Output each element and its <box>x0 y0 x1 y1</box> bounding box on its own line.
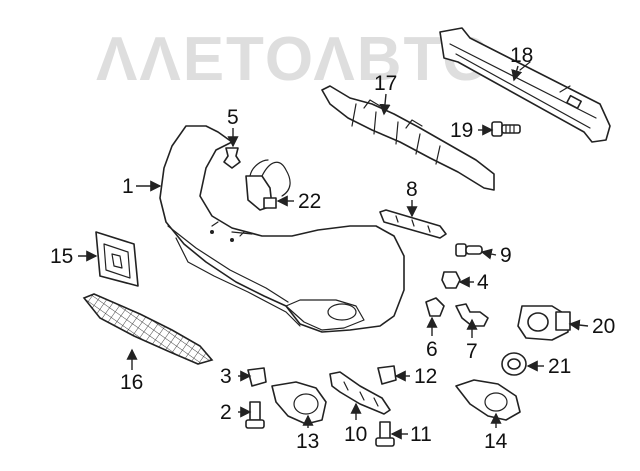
callout-21: 21 <box>548 355 571 378</box>
part-3-clip <box>247 367 267 387</box>
part-1-bumper-cover <box>159 125 405 333</box>
part-6-clip <box>425 297 445 317</box>
leader-18 <box>511 65 523 82</box>
part-15-license-bracket <box>95 231 139 287</box>
part-20-sensor <box>517 305 571 341</box>
part-2-bolt <box>245 401 265 429</box>
callout-19: 19 <box>450 119 473 142</box>
callout-22: 22 <box>298 190 321 213</box>
callout-7: 7 <box>466 340 478 363</box>
part-12-clip <box>377 365 397 385</box>
part-13-bezel <box>271 381 327 425</box>
callout-11: 11 <box>410 423 432 446</box>
leader-9 <box>480 248 497 260</box>
callout-17: 17 <box>374 72 397 95</box>
part-9-screw <box>455 243 483 257</box>
callout-labels: 1 2 3 4 5 6 7 8 9 10 11 12 13 14 15 16 1… <box>50 44 615 453</box>
part-17-energy-absorber <box>321 85 495 191</box>
callout-12: 12 <box>414 365 437 388</box>
callout-4: 4 <box>477 271 489 294</box>
part-16-grille <box>82 293 214 365</box>
callout-15: 15 <box>50 245 73 268</box>
callout-14: 14 <box>484 430 508 453</box>
leader-20 <box>568 319 589 331</box>
part-14-bezel <box>455 379 521 421</box>
callout-5: 5 <box>227 106 239 129</box>
part-7-retainer <box>455 303 489 327</box>
part-18-reinforcement-bar <box>439 27 611 143</box>
callout-3: 3 <box>220 365 232 388</box>
callout-16: 16 <box>120 371 143 394</box>
callout-6: 6 <box>426 338 438 361</box>
part-21-ring <box>501 352 527 376</box>
callout-10: 10 <box>344 423 367 446</box>
leader-17 <box>379 93 391 116</box>
leader-lines <box>78 65 589 440</box>
callout-20: 20 <box>592 315 615 338</box>
watermark-logo: ΛΛΕΤΟΛΒΤΟ <box>96 25 492 94</box>
part-4-clip <box>441 271 461 289</box>
callout-9: 9 <box>500 244 512 267</box>
part-19-bolt <box>491 121 521 137</box>
callout-1: 1 <box>122 175 134 198</box>
callout-13: 13 <box>296 430 319 453</box>
part-8-bracket <box>379 209 447 239</box>
callout-2: 2 <box>220 401 232 424</box>
part-5-clip <box>223 147 241 169</box>
part-10-bracket <box>329 371 391 415</box>
callout-8: 8 <box>406 178 418 201</box>
callout-18: 18 <box>510 44 533 67</box>
part-11-bolt <box>375 421 395 447</box>
part-22-wire-harness <box>245 159 291 211</box>
